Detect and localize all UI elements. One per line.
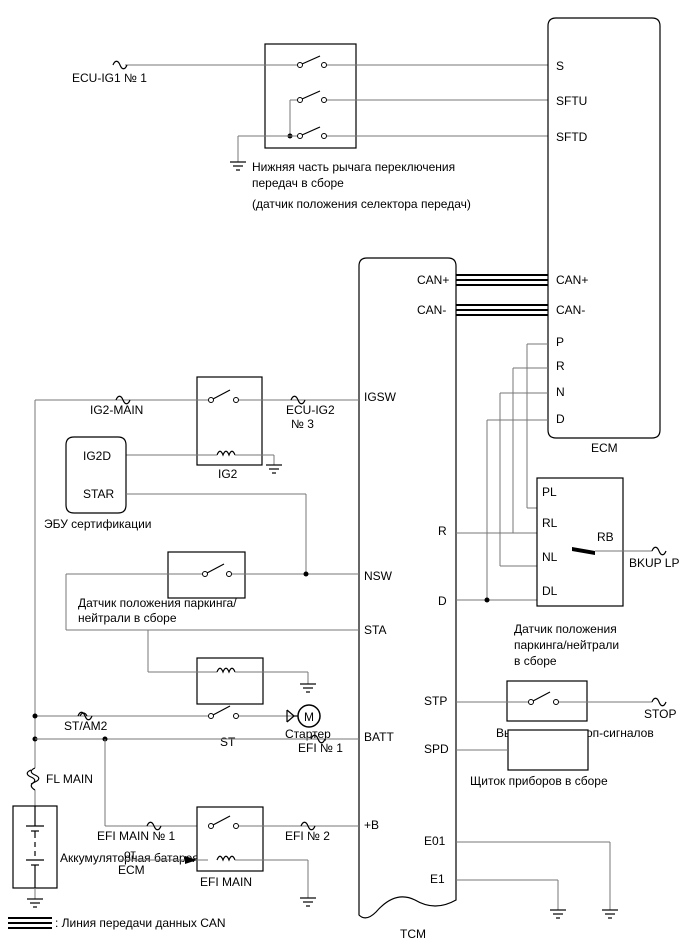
power-bus <box>32 400 359 827</box>
tcm-pin-r: R <box>438 524 447 538</box>
ecm-pin-d: D <box>556 412 565 426</box>
ecm-pin-s: S <box>556 59 564 73</box>
certification-ecu <box>65 436 307 574</box>
ecm-pin-p: P <box>556 335 564 349</box>
fuse-bkup-lp-label: BKUP LP <box>629 556 679 570</box>
pn-pin-nl: NL <box>542 550 558 564</box>
ecm-pin-r: R <box>556 359 565 373</box>
st-relay <box>35 630 309 719</box>
ecm-pin-sftd: SFTD <box>556 130 588 144</box>
pn-sensor-left-label-2: нейтрали в сборе <box>78 611 177 625</box>
battery-label: Аккумуляторная батарея <box>60 851 199 865</box>
tcm-pin-stp: STP <box>424 694 447 708</box>
pn-sensor-left-label-1: Датчик положения паркинга/ <box>78 596 237 610</box>
fuse-ecu-ig1-label: ECU-IG1 № 1 <box>72 71 147 85</box>
fuse-icon <box>310 734 326 744</box>
cert-ecu-pin-ig2d: IG2D <box>83 449 111 463</box>
tcm-box <box>358 257 457 919</box>
can-legend-icon <box>8 917 52 929</box>
from-ecm-label-2: ECM <box>118 863 145 877</box>
fuse-icon <box>300 821 316 831</box>
starter-motor-icon <box>286 704 321 728</box>
fuse-ecu-ig2-label-1: ECU-IG2 <box>286 403 335 417</box>
fuse-efi1-label: EFI № 1 <box>298 741 343 755</box>
ground-icon <box>230 161 246 171</box>
switch-label-3: (датчик положения селектора передач) <box>252 197 471 211</box>
fuse-ig2-main-label: IG2-MAIN <box>90 403 143 417</box>
tcm-pin-e01: E01 <box>424 834 446 848</box>
pn-sensor-left <box>65 551 359 631</box>
tcm-pin-sta: STA <box>364 623 386 637</box>
starter-label: Стартер <box>285 727 331 741</box>
pn-sensor-right-label-3: в сборе <box>514 654 557 668</box>
from-ecm-label-1: от <box>124 847 136 861</box>
tcm-pin-can-plus: CAN+ <box>417 273 449 287</box>
pn-pin-rb: RB <box>597 530 614 544</box>
tcm-pin-can-minus: CAN- <box>417 303 446 317</box>
ground-icon <box>300 897 316 907</box>
switch-label-1: Нижняя часть рычага переключения <box>252 160 455 174</box>
efi-main-relay <box>120 806 359 898</box>
relay-st-label: ST <box>220 735 236 749</box>
pn-pin-dl: DL <box>542 584 558 598</box>
fuse-fl-main-label: FL MAIN <box>46 772 93 786</box>
ig2-relay <box>35 376 359 466</box>
ecm-pin-can-plus: CAN+ <box>556 273 588 287</box>
meter-label: Щиток приборов в сборе <box>470 774 608 788</box>
pn-sensor-right-label-2: паркинга/нейтрали <box>514 638 619 652</box>
fuse-icon <box>77 711 93 721</box>
fuse-efi-main1-label: EFI MAIN № 1 <box>97 829 176 843</box>
fuse-st-am2-label: ST/AM2 <box>64 719 108 733</box>
can-bus-lines <box>456 274 548 316</box>
fuse-icon <box>651 697 667 707</box>
starter-motor-symbol: M <box>304 710 314 724</box>
combination-meter <box>456 729 589 771</box>
fuse-stop-label: STOP <box>644 707 676 721</box>
cert-ecu-pin-star: STAR <box>83 487 114 501</box>
ecm-box <box>547 17 661 439</box>
tcm-pin-d: D <box>438 594 447 608</box>
fuse-icon <box>290 395 306 405</box>
ground-icon <box>602 909 618 919</box>
fuse-icon <box>115 395 131 405</box>
tcm-name: TCM <box>400 927 426 941</box>
can-legend-label: : Линия передачи данных CAN <box>55 916 226 930</box>
fuse-ecu-ig2-label-2: № 3 <box>291 417 314 431</box>
pn-pin-pl: PL <box>542 485 557 499</box>
battery-icon <box>12 805 58 899</box>
fuse-icon <box>651 546 667 556</box>
fuse-icon <box>112 60 128 70</box>
ground-icon <box>27 898 43 908</box>
tcm-pin-spd: SPD <box>424 742 449 756</box>
tcm-pin-plus-b: +B <box>364 818 379 832</box>
pn-sensor-right <box>536 477 652 607</box>
ecm-pin-can-minus: CAN- <box>556 303 585 317</box>
switch-label-2: передач в сборе <box>252 176 344 190</box>
fuse-efi2-label: EFI № 2 <box>285 829 330 843</box>
relay-ig2-label: IG2 <box>218 467 238 481</box>
tcm-pin-nsw: NSW <box>364 569 393 583</box>
tcm-ground-wiring <box>456 841 611 910</box>
tcm-pin-e1: E1 <box>430 872 445 886</box>
tcm-pin-batt: BATT <box>364 730 394 744</box>
pn-pin-rl: RL <box>542 516 558 530</box>
cert-ecu-label: ЭБУ сертификации <box>44 517 152 531</box>
stop-lamp-switch <box>456 680 652 722</box>
ground-icon <box>266 464 282 474</box>
ecm-pin-n: N <box>556 385 565 399</box>
relay-efi-main-label: EFI MAIN <box>200 875 252 889</box>
fuse-icon <box>146 821 162 831</box>
ecm-name: ECM <box>591 441 618 455</box>
ground-icon <box>550 909 566 919</box>
tcm-pin-igsw: IGSW <box>364 390 397 404</box>
pn-sensor-right-label-1: Датчик положения <box>514 622 617 636</box>
ecm-pin-sftu: SFTU <box>556 94 587 108</box>
fusible-link-icon <box>26 767 40 791</box>
ground-icon <box>300 683 316 693</box>
shift-lever-switch <box>125 43 552 171</box>
